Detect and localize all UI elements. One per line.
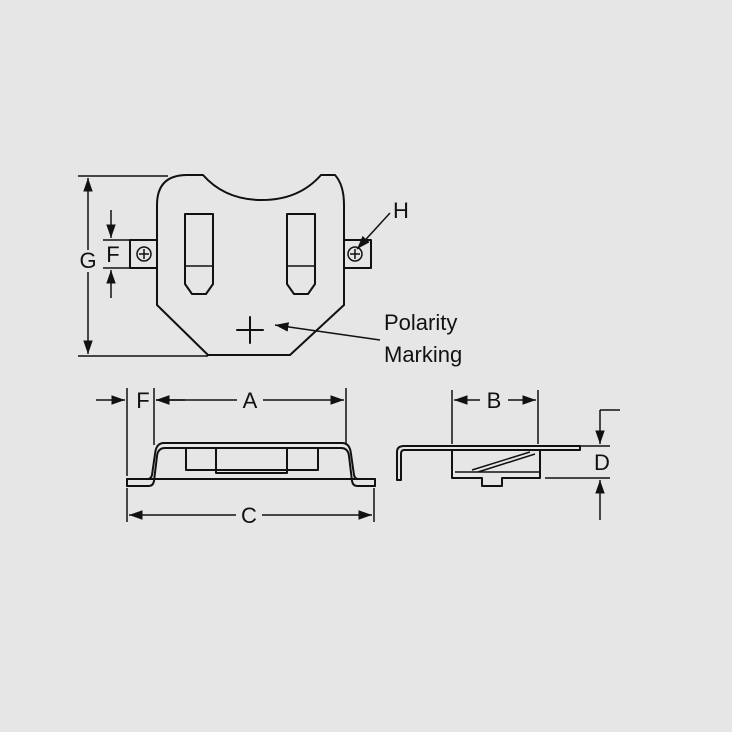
label-d: D (594, 450, 610, 475)
label-b: B (487, 388, 502, 413)
side-view (396, 390, 620, 520)
front-view (96, 388, 376, 522)
label-c: C (241, 503, 257, 528)
front-profile (126, 442, 376, 487)
side-body (451, 449, 541, 487)
left-tab (129, 239, 158, 269)
label-g: G (79, 248, 96, 273)
label-f-bottom: F (136, 388, 149, 413)
top-view (78, 174, 391, 357)
label-marking: Marking (384, 342, 462, 367)
left-screw-icon (136, 246, 152, 262)
left-slot (184, 213, 214, 295)
holder-outline (156, 174, 345, 356)
right-screw-icon (347, 246, 363, 262)
label-polarity: Polarity (384, 310, 457, 335)
right-slot (286, 213, 316, 295)
label-f-top: F (106, 242, 119, 267)
side-profile (396, 445, 581, 481)
label-h: H (393, 198, 409, 223)
front-contact (185, 447, 319, 474)
label-a: A (243, 388, 258, 413)
